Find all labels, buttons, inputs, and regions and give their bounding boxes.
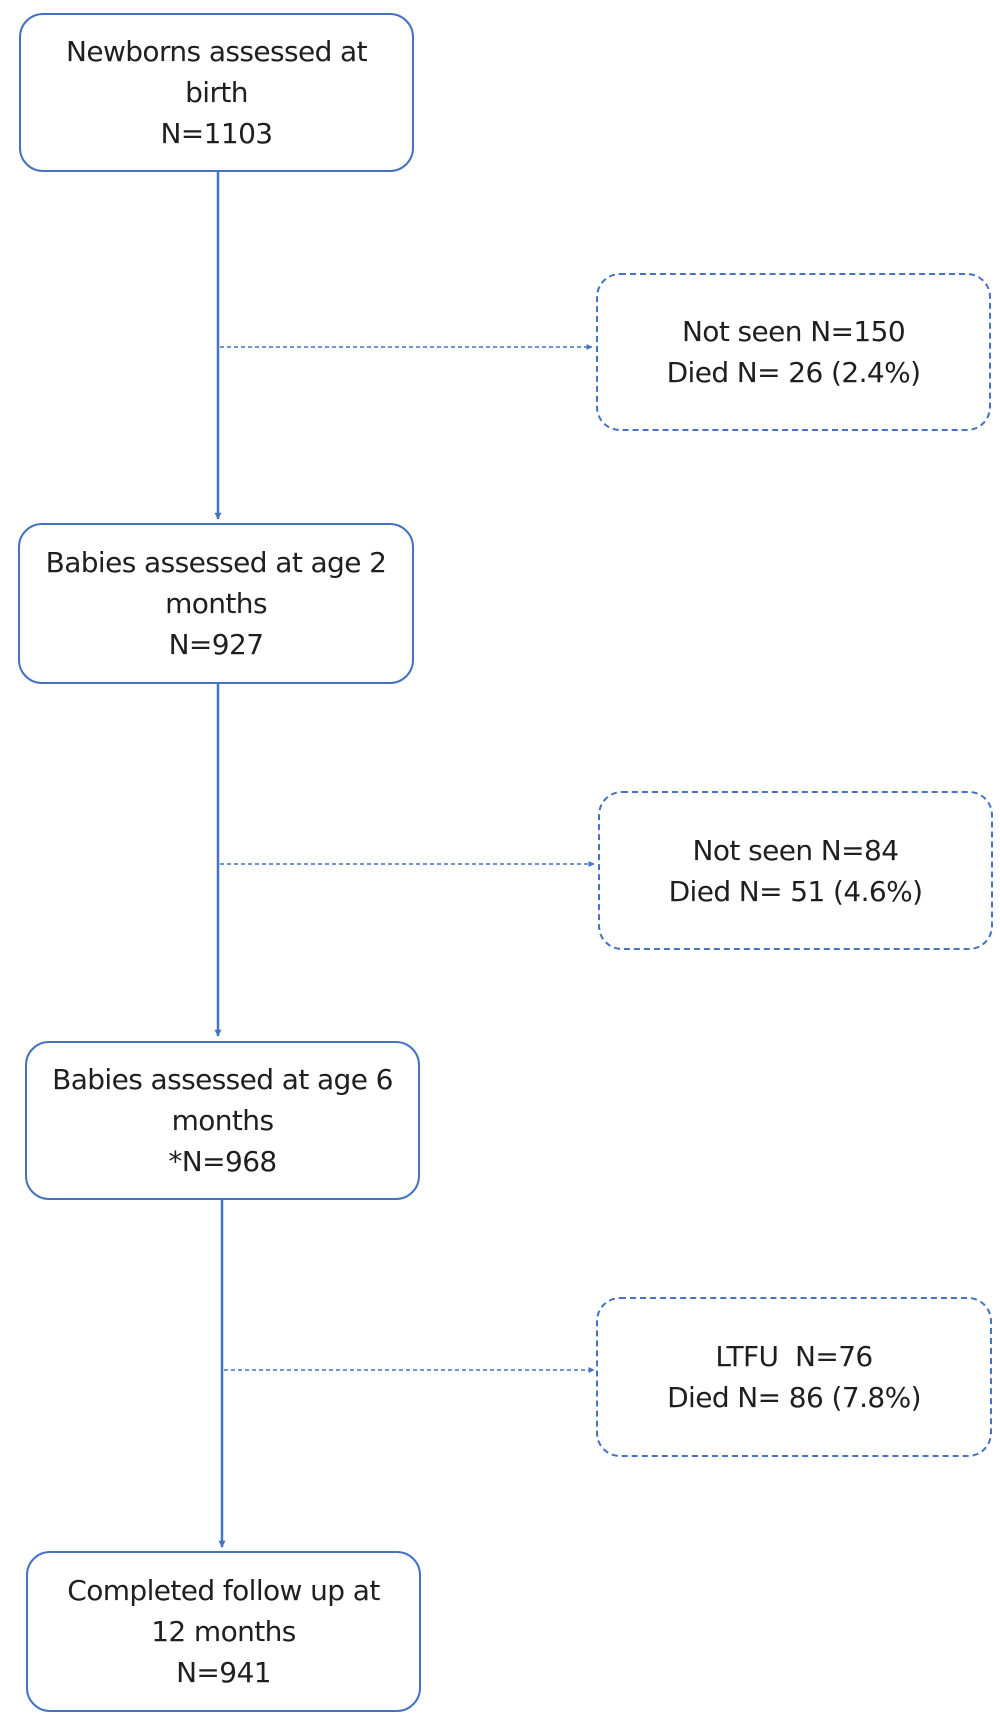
step-label-12-months: Completed follow up at 12 months — [67, 1574, 380, 1648]
exclusion-2-line1: Not seen N=84 — [692, 833, 899, 867]
exclusion-3-line2: Died N= 86 (7.8%) — [667, 1381, 921, 1414]
step-box-2-months: Babies assessed at age 2 months N=927 — [18, 523, 414, 684]
step-count-6-months: *N=968 — [168, 1145, 277, 1178]
step-box-birth: Newborns assessed at birth N=1103 — [19, 13, 414, 172]
step-box-12-months: Completed follow up at 12 months N=941 — [26, 1551, 421, 1712]
step-count-birth: N=1103 — [160, 117, 273, 150]
step-label-2-months: Babies assessed at age 2 months — [45, 546, 387, 620]
step-count-12-months: N=941 — [176, 1656, 271, 1689]
exclusion-box-2: Not seen N=84 Died N= 51 (4.6%) — [598, 791, 993, 950]
exclusion-1-line2: Died N= 26 (2.4%) — [666, 356, 921, 389]
step-box-6-months: Babies assessed at age 6 months *N=968 — [25, 1041, 420, 1200]
exclusion-3-line1: LTFU N=76 — [715, 1340, 873, 1373]
step-label-6-months: Babies assessed at age 6 months — [52, 1063, 393, 1137]
exclusion-box-3: LTFU N=76 Died N= 86 (7.8%) — [596, 1297, 992, 1457]
step-count-2-months: N=927 — [168, 628, 264, 661]
step-label-birth: Newborns assessed at birth — [65, 35, 368, 109]
exclusion-box-1: Not seen N=150 Died N= 26 (2.4%) — [596, 273, 991, 431]
exclusion-1-line1: Not seen N=150 — [681, 315, 906, 348]
exclusion-2-line2: Died N= 51 (4.6%) — [668, 874, 923, 908]
